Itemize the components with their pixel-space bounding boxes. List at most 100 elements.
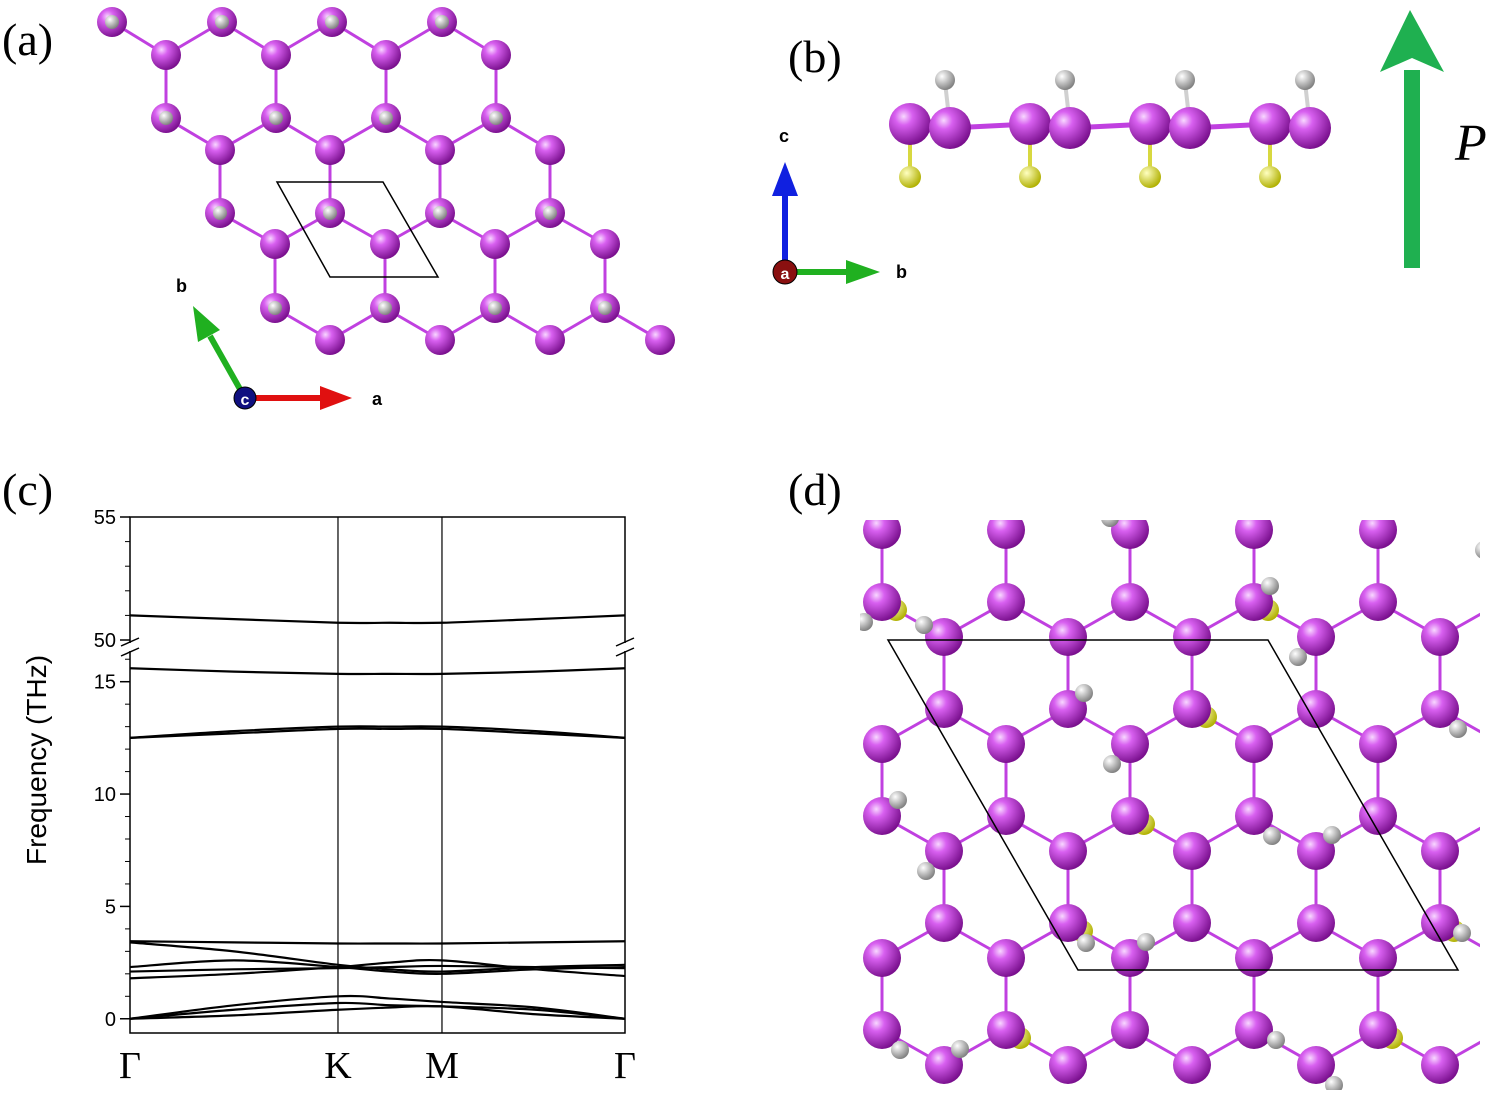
hydrogen-atom [1295, 70, 1315, 90]
x-tick-label: K [324, 1045, 352, 1087]
host-atom [1235, 583, 1273, 621]
host-atom [1421, 904, 1459, 942]
host-atom [1173, 690, 1211, 728]
hydrogen-atom [1055, 70, 1075, 90]
axis-b-arrowhead-b [846, 260, 880, 284]
host-atom [987, 939, 1025, 977]
axes-indicator-b: a c b [772, 126, 907, 285]
hydrogen-atom [159, 111, 173, 125]
host-atom [1173, 832, 1211, 870]
x-tick-label: Γ [614, 1045, 636, 1087]
axis-a-arrowhead [320, 386, 352, 410]
host-atom [1169, 107, 1211, 149]
hydrogen-atom [105, 15, 119, 29]
host-atom [863, 583, 901, 621]
host-atom [987, 583, 1025, 621]
polarization-arrowhead [1380, 10, 1444, 72]
hydrogen-atom [951, 1040, 969, 1058]
axis-break-gap [122, 643, 138, 651]
host-atom [1235, 520, 1273, 549]
host-atom [1049, 904, 1087, 942]
host-atom [925, 832, 963, 870]
host-atom [1111, 1011, 1149, 1049]
host-atom [1111, 939, 1149, 977]
y-axis-label: Frequency (THz) [21, 655, 52, 865]
host-atom [1173, 1046, 1211, 1084]
host-atom [925, 690, 963, 728]
panel-label-a: (a) [2, 14, 53, 65]
host-atom [1359, 520, 1397, 549]
dopant-atom [1259, 166, 1281, 188]
host-atom [535, 325, 565, 355]
y-tick-label: 15 [94, 672, 116, 694]
host-atom [371, 40, 401, 70]
hydrogen-atom [1449, 720, 1467, 738]
hydrogen-atom [1075, 684, 1093, 702]
host-atom [1049, 1046, 1087, 1084]
panel-label-c: (c) [2, 464, 53, 515]
host-atom [1483, 797, 1500, 835]
y-tick-label: 10 [94, 784, 116, 806]
hydrogen-atom [1137, 933, 1155, 951]
host-atom [863, 520, 901, 549]
host-atom [425, 325, 455, 355]
hydrogen-atom [379, 111, 393, 125]
y-tick-label: 0 [105, 1009, 116, 1031]
hydrogen-atom [1175, 70, 1195, 90]
dopant-atom [899, 166, 921, 188]
host-atom [863, 939, 901, 977]
host-atom [645, 325, 675, 355]
phonon-branch [129, 727, 626, 739]
axis-break-gap [617, 643, 633, 651]
host-atom [889, 103, 931, 145]
host-atom [1297, 1046, 1335, 1084]
host-atom [1049, 618, 1087, 656]
host-atom [1297, 618, 1335, 656]
host-atom [1235, 1011, 1273, 1049]
polarization-arrow [1380, 10, 1444, 268]
host-atom [535, 135, 565, 165]
unit-cell-a [275, 181, 440, 278]
hydrogen-atom [1267, 1031, 1285, 1049]
host-atom [863, 1011, 901, 1049]
axis-a-label: a [372, 389, 383, 409]
host-atom [1111, 583, 1149, 621]
host-atom [925, 904, 963, 942]
panel-label-d: (d) [788, 464, 842, 515]
axis-c-label-b: c [779, 126, 789, 146]
host-atom [987, 520, 1025, 549]
host-atom [987, 797, 1025, 835]
hydrogen-atom [213, 206, 227, 220]
phonon-branch [129, 994, 626, 1020]
hydrogen-atom [860, 613, 873, 631]
hydrogen-atom [378, 301, 392, 315]
host-atom [1049, 832, 1087, 870]
host-atom [1297, 904, 1335, 942]
host-atom [1421, 618, 1459, 656]
hydrogen-atom [1101, 520, 1119, 527]
y-tick-label: 5 [105, 896, 116, 918]
host-atom [987, 1011, 1025, 1049]
hydrogen-atom [935, 70, 955, 90]
hydrogen-atom [1263, 827, 1281, 845]
phonon-branch [129, 940, 626, 945]
side-view-b [889, 70, 1331, 188]
phonon-branch [129, 667, 626, 676]
phonon-branch [129, 725, 626, 739]
host-atom [1359, 583, 1397, 621]
axes-indicator-a: c a b [176, 276, 383, 410]
hydrogen-atom [915, 616, 933, 634]
axis-break-mark [615, 637, 635, 647]
host-atom [1009, 103, 1051, 145]
host-atom [370, 229, 400, 259]
polarization-label: P [1454, 115, 1487, 172]
dopant-atom [1019, 166, 1041, 188]
hydrogen-atom [1261, 577, 1279, 595]
axis-break-mark [120, 647, 140, 657]
hydrogen-atom [268, 301, 282, 315]
host-atom [863, 797, 901, 835]
hydrogen-atom [1475, 541, 1480, 559]
host-atom [1111, 725, 1149, 763]
hydrogen-atom [489, 111, 503, 125]
